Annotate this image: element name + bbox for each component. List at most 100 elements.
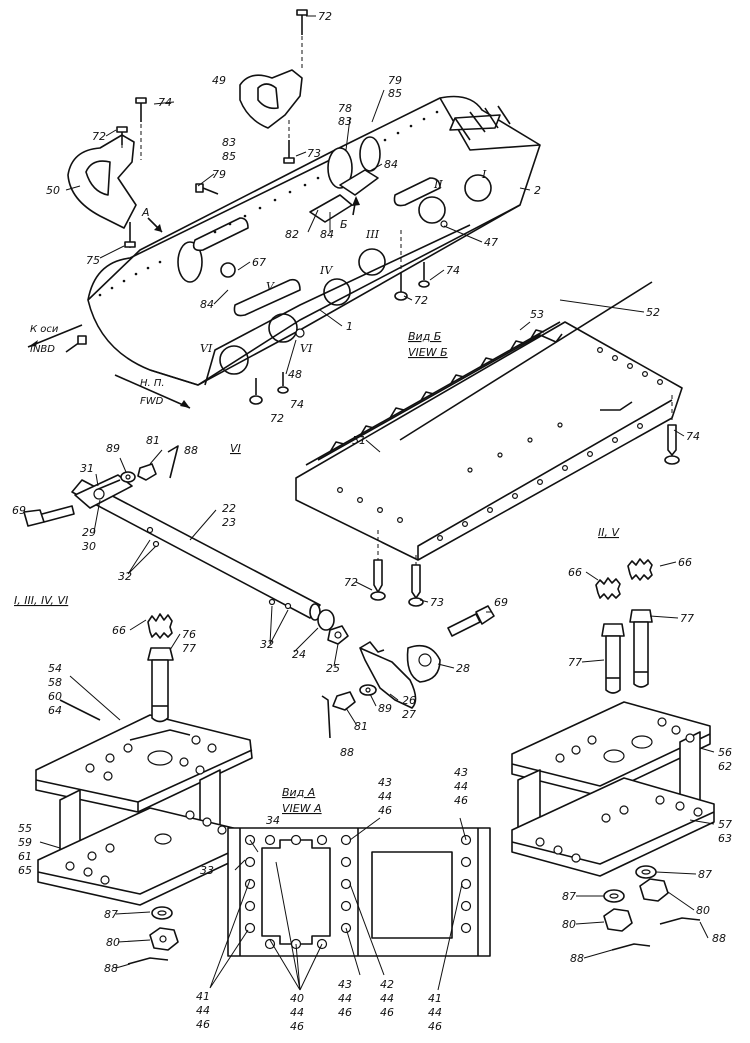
callout-58: 58: [48, 676, 62, 689]
callout-78: 78: [338, 102, 352, 115]
callout-82: 82: [285, 228, 299, 241]
callout-46: 46: [378, 804, 392, 817]
callout-75: 75: [86, 254, 100, 267]
callout-23: 23: [222, 516, 236, 529]
callout-79: 79: [388, 74, 402, 87]
callout-59: 59: [18, 836, 32, 849]
callout-51: 51: [352, 434, 366, 447]
callout-labels: 72 49 74 72 50 75 79 85 78 83 83 85 79 7…: [12, 10, 732, 1033]
callout-84: 84: [384, 158, 398, 171]
callout-31: 31: [80, 462, 94, 475]
rivet-rows: [98, 110, 439, 297]
detail-label-VI: VI: [200, 342, 213, 355]
callout-72: 72: [414, 294, 428, 307]
callout-77: 77: [680, 612, 694, 625]
callout-69: 69: [12, 504, 26, 517]
callout-77: 77: [568, 656, 582, 669]
callout-56: 56: [718, 746, 732, 759]
callout-80: 80: [562, 918, 576, 931]
callout-80: 80: [106, 936, 120, 949]
callout-47: 47: [484, 236, 498, 249]
callout-79: 79: [212, 168, 226, 181]
callout-66: 66: [112, 624, 126, 637]
detail-ii-v-title: II, V: [598, 526, 620, 539]
callout-64: 64: [48, 704, 62, 717]
callout-44: 44: [378, 790, 392, 803]
detail-label-VI: VI: [300, 342, 313, 355]
callout-73: 73: [307, 147, 321, 160]
callout-77: 77: [182, 642, 196, 655]
callout-24: 24: [292, 648, 306, 661]
detail-vi-title: VI: [230, 442, 241, 455]
callout-83: 83: [338, 115, 352, 128]
callout-26: 26: [402, 694, 416, 707]
callout-30: 30: [82, 540, 96, 553]
callout-54: 54: [48, 662, 62, 675]
callout-72: 72: [270, 412, 284, 425]
callout-22: 22: [222, 502, 236, 515]
callout-60: 60: [48, 690, 62, 703]
callout-83: 83: [222, 136, 236, 149]
callout-33: 33: [200, 864, 214, 877]
callout-87: 87: [562, 890, 576, 903]
callout-46: 46: [338, 1006, 352, 1019]
callout-44: 44: [428, 1006, 442, 1019]
callout-87: 87: [698, 868, 712, 881]
view-a-plate: [209, 817, 491, 991]
callout-2: 2: [534, 184, 541, 197]
view-b-panel: [295, 281, 683, 607]
callout-62: 62: [718, 760, 732, 773]
callout-66: 66: [568, 566, 582, 579]
callout-41: 41: [196, 990, 210, 1003]
detail-label-I: I: [481, 168, 487, 181]
left-bracket-assembly: [35, 613, 253, 965]
rod-assembly: [23, 445, 495, 739]
callout-74: 74: [446, 264, 460, 277]
callout-34: 34: [266, 814, 280, 827]
callout-85: 85: [388, 87, 402, 100]
callout-84: 84: [320, 228, 334, 241]
arrow-b-label: Б: [340, 218, 348, 231]
callout-88: 88: [570, 952, 584, 965]
callout-63: 63: [718, 832, 732, 845]
detail-i-iii-iv-vi-title: I, III, IV, VI: [14, 594, 68, 607]
callout-43: 43: [378, 776, 392, 789]
callout-74: 74: [290, 398, 304, 411]
detail-circles: [219, 174, 492, 375]
callout-55: 55: [18, 822, 32, 835]
callout-73: 73: [430, 596, 444, 609]
captions: A Б К оси INBD Н. П. FWD Вид Б VIEW Б Ви…: [14, 206, 620, 815]
detail-label-III: III: [365, 228, 380, 241]
callout-84: 84: [200, 298, 214, 311]
callout-88: 88: [184, 444, 198, 457]
callout-49: 49: [212, 74, 226, 87]
detail-label-IV: IV: [319, 264, 333, 277]
callout-88: 88: [712, 932, 726, 945]
callout-72: 72: [318, 10, 332, 23]
left-bracket-holes: [65, 735, 227, 885]
callout-53: 53: [530, 308, 544, 321]
callout-61: 61: [18, 850, 32, 863]
callout-46: 46: [380, 1006, 394, 1019]
right-bracket-assembly: [511, 558, 715, 951]
callout-88: 88: [104, 962, 118, 975]
screws-top: [65, 9, 430, 405]
callout-44: 44: [338, 992, 352, 1005]
callout-80: 80: [696, 904, 710, 917]
callout-1: 1: [346, 320, 353, 333]
callout-88: 88: [340, 746, 354, 759]
detail-label-V: V: [266, 280, 275, 293]
callout-42: 42: [380, 978, 394, 991]
callout-69: 69: [494, 596, 508, 609]
panel-holes: [337, 347, 663, 541]
callout-46: 46: [428, 1020, 442, 1033]
callout-72: 72: [92, 130, 106, 143]
bracket-49: [239, 69, 303, 129]
view-b-title-en: VIEW Б: [408, 346, 448, 359]
callout-89: 89: [378, 702, 392, 715]
view-a-title-ru: Вид А: [282, 786, 315, 799]
fwd-label-en: FWD: [140, 396, 164, 407]
callout-44: 44: [454, 780, 468, 793]
callout-27: 27: [402, 708, 416, 721]
